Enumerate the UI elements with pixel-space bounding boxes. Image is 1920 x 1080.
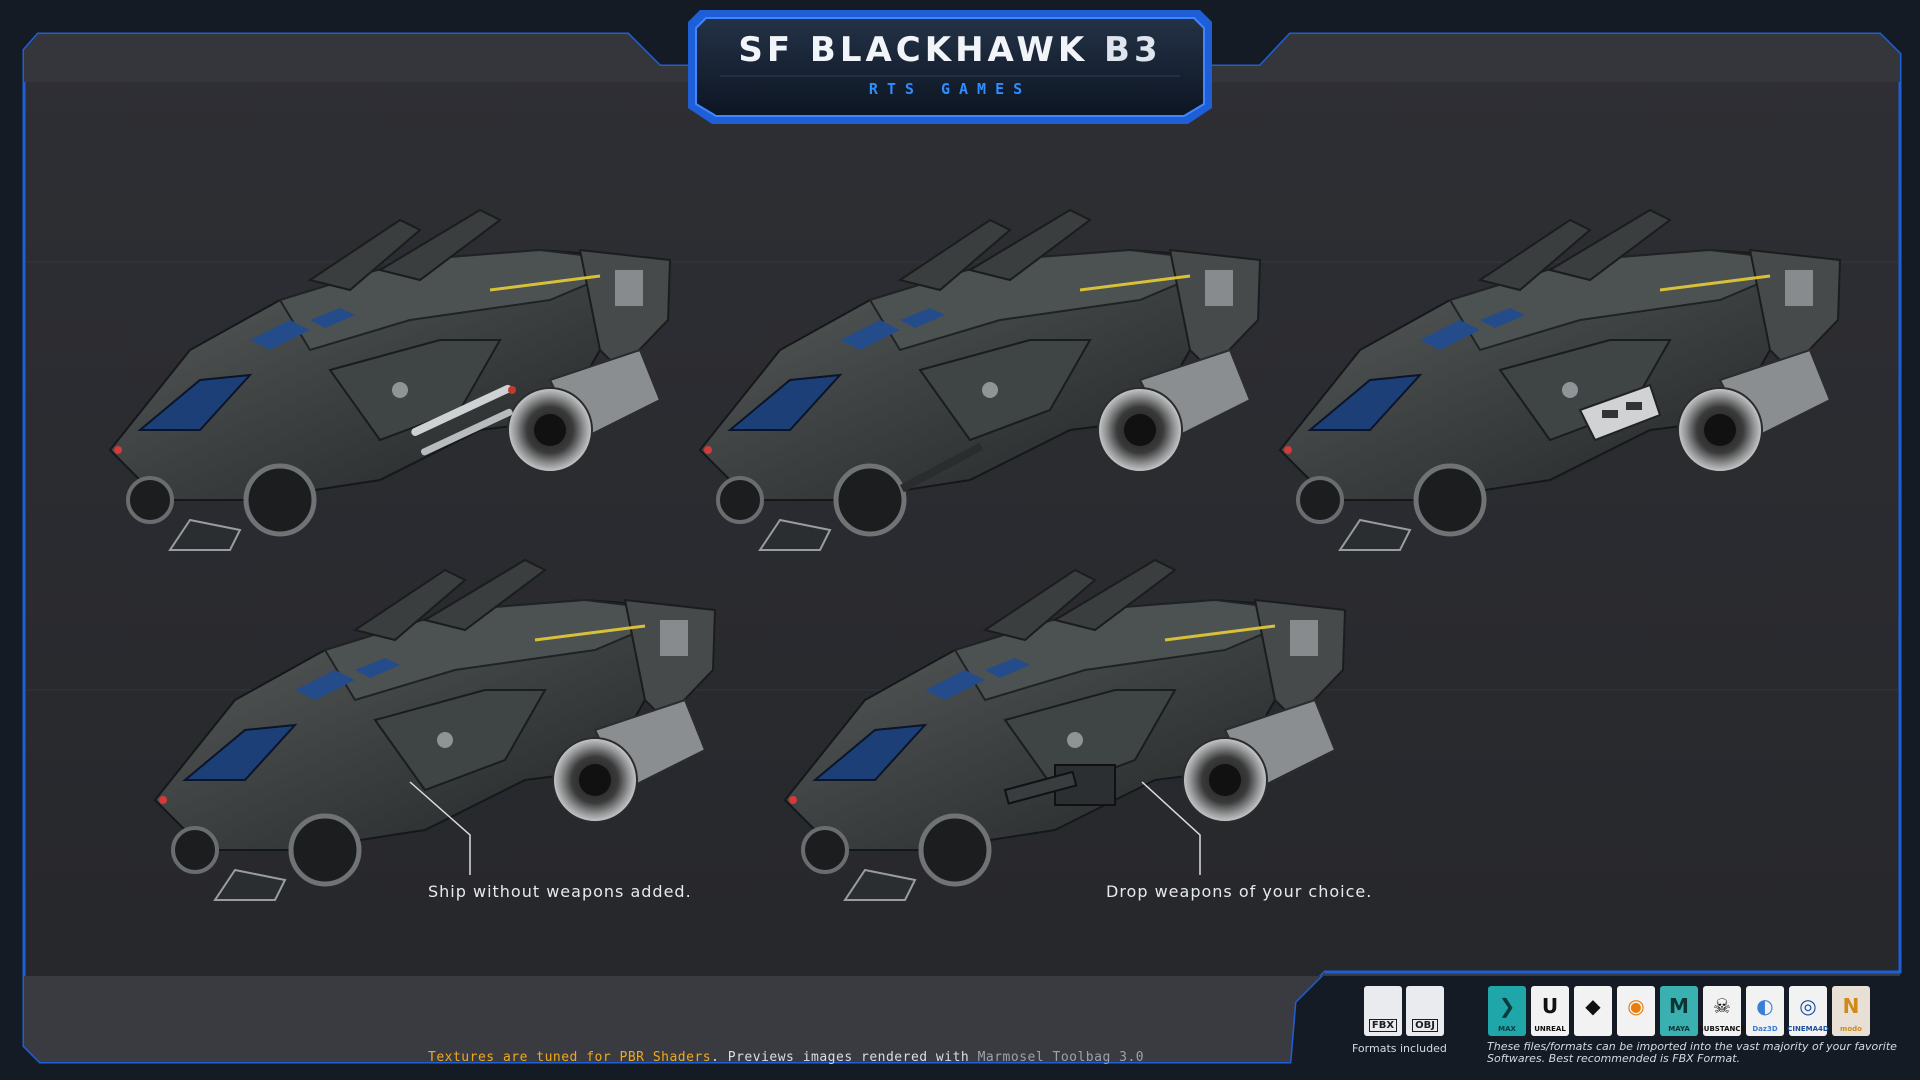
page-title: SF BLACKHAWK B3 — [690, 30, 1210, 70]
software-glyph-icon: U — [1541, 994, 1559, 1018]
software-glyph-icon: ◉ — [1627, 994, 1645, 1018]
caption-no-weapons: Ship without weapons added. — [428, 882, 692, 901]
page-subtitle: RTS GAMES — [868, 80, 1032, 98]
software-glyph-icon: ◆ — [1585, 994, 1601, 1018]
obj-format-icon: OBJ — [1406, 986, 1444, 1036]
missile-weapon — [411, 384, 516, 456]
software-icon-label: Daz3D — [1752, 1025, 1778, 1033]
software-icon-logo-3: ◉ — [1617, 986, 1655, 1036]
software-glyph-icon: ❯ — [1498, 994, 1516, 1018]
software-icon-label: MAYA — [1668, 1025, 1690, 1033]
formats-label: Formats included — [1352, 1042, 1447, 1055]
software-glyph-icon: M — [1669, 994, 1689, 1018]
footer-render-note: Textures are tuned for PBR Shaders. Prev… — [428, 1050, 1144, 1065]
fbx-format-icon: FBX — [1364, 986, 1402, 1036]
software-icon-maya: M MAYA — [1660, 986, 1698, 1036]
software-icon-label: SUBSTANCE — [1698, 1025, 1746, 1033]
software-glyph-icon: ☠ — [1713, 994, 1731, 1018]
software-glyph-icon: N — [1842, 994, 1860, 1018]
heavy-gun-weapon — [1003, 764, 1116, 806]
ship-variant-pod — [1250, 200, 1850, 560]
software-icon-daz3d: ◐ Daz3D — [1746, 986, 1784, 1036]
previews-note: . Previews images rendered with — [711, 1050, 978, 1065]
software-icon-unreal: U UNREAL — [1531, 986, 1569, 1036]
software-icon-cinema4d: ◎ CINEMA4D — [1787, 986, 1829, 1036]
software-icon-label: modo — [1840, 1025, 1862, 1033]
ship-variant-missiles — [80, 200, 680, 560]
ship-variant-cannon — [670, 200, 1270, 560]
title-plate: SF BLACKHAWK B3 RTS GAMES — [690, 6, 1210, 124]
title-prefix: SF BLACKHAWK — [738, 30, 1089, 70]
ship-variant-heavy-gun — [755, 550, 1355, 910]
software-icon-label: UNREAL — [1534, 1025, 1566, 1033]
renderer-name: Marmosel Toolbag 3.0 — [977, 1050, 1145, 1065]
software-glyph-icon: ◐ — [1756, 994, 1774, 1018]
caption-drop-weapons: Drop weapons of your choice. — [1106, 882, 1373, 901]
software-icon-substance: ☠ SUBSTANCE — [1699, 986, 1745, 1036]
software-icon-label: MAX — [1498, 1025, 1516, 1033]
pod-weapon — [1578, 383, 1662, 442]
software-icon-max: ❯ MAX — [1488, 986, 1526, 1036]
software-glyph-icon: ◎ — [1799, 994, 1817, 1018]
cannon-weapon — [900, 442, 984, 493]
software-note: These files/formats can be imported into… — [1487, 1040, 1897, 1065]
software-icon-label: CINEMA4D — [1787, 1025, 1829, 1033]
software-icon-logo-2: ◆ — [1574, 986, 1612, 1036]
textures-note: Textures are tuned for PBR Shaders — [428, 1050, 712, 1065]
title-model: B3 — [1104, 30, 1162, 70]
